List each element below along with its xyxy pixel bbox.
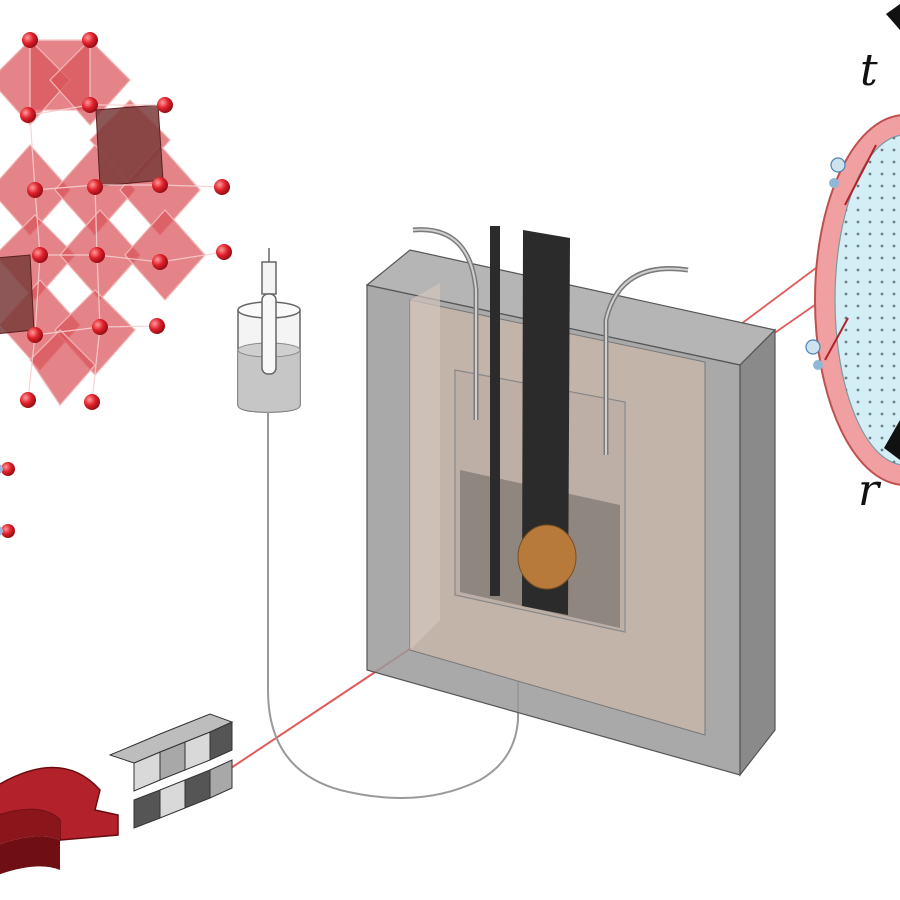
cation-cubes xyxy=(0,104,164,334)
optical-cubes xyxy=(108,713,234,829)
reference-electrode-vial xyxy=(237,248,301,413)
electrochemical-cell xyxy=(365,226,777,777)
laser-beam-to-particle-1 xyxy=(732,264,821,331)
magnet xyxy=(0,766,119,875)
label-r: r xyxy=(858,465,882,516)
ions xyxy=(805,157,846,370)
particle-closeup: t r xyxy=(805,4,900,516)
label-t: t xyxy=(860,45,878,96)
thickness-marker xyxy=(886,4,900,30)
salt-bridge-tubing xyxy=(267,412,519,799)
radius-marker xyxy=(884,420,900,460)
lattice-bonds xyxy=(27,39,225,403)
perovskite-structure xyxy=(0,32,232,538)
sample-spot xyxy=(517,524,577,590)
legend-atoms xyxy=(0,462,15,538)
octahedra xyxy=(0,39,206,406)
counter-electrode xyxy=(490,226,500,596)
ion-arrows xyxy=(824,144,877,361)
oxygen-atoms xyxy=(20,32,232,410)
